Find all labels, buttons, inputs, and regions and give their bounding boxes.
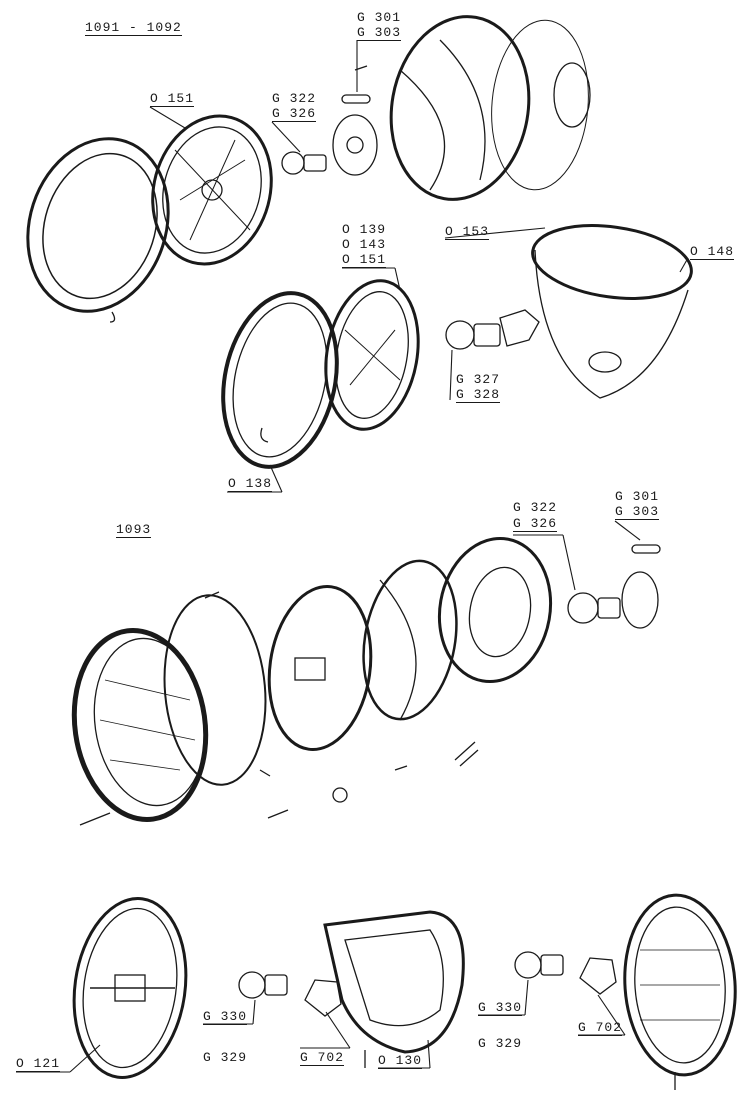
part-label-g326: G 326 [272, 106, 317, 122]
part-label-g301: G 301 [357, 10, 402, 25]
bulb-icon [238, 971, 288, 999]
headlamp-housing-2-icon [531, 224, 693, 399]
lamp-socket-icon [579, 957, 617, 995]
part-label-o139: O 139 [342, 222, 387, 237]
section-title-1091-1092: 1091 - 1092 [85, 20, 182, 36]
part-label-g330: G 330 [203, 1009, 248, 1025]
bulb-icon [514, 951, 564, 979]
mounting-ring-icon [163, 591, 271, 786]
bulb-holder-icon [332, 114, 378, 176]
part-label-g328: G 328 [456, 387, 501, 403]
part-label-g326-b: G 326 [513, 516, 558, 532]
leader-lines-mid [513, 520, 641, 591]
lamp-socket-icon [304, 979, 342, 1017]
fog-lamp-housing-icon [323, 910, 465, 1068]
leader-lines [149, 40, 689, 493]
part-label-o121: O 121 [16, 1056, 61, 1072]
fog-lamp-icon [72, 897, 188, 1079]
headlamp-trim-ring-icon [26, 137, 170, 323]
reflector-icon [362, 559, 458, 721]
rear-housing-icon [437, 536, 553, 684]
headlamp-trim-ring-2-icon [221, 291, 339, 469]
part-label-o151: O 151 [150, 91, 195, 107]
part-label-g303: G 303 [357, 25, 402, 41]
adjusting-ring-icon [267, 585, 373, 751]
bulb-holder-icon [499, 309, 540, 347]
part-label-g322: G 322 [272, 91, 317, 106]
bulb-icon [445, 320, 501, 350]
screw-icon [267, 809, 289, 819]
part-label-g301-b: G 301 [615, 489, 660, 504]
section-title-1093: 1093 [116, 522, 152, 538]
part-label-o130: O 130 [378, 1053, 423, 1069]
part-label-g702: G 702 [300, 1050, 345, 1066]
part-label-g322-b: G 322 [513, 500, 558, 515]
part-label-g330-b: G 330 [478, 1000, 523, 1016]
spring-icon [454, 741, 479, 767]
part-label-g702-b: G 702 [578, 1020, 623, 1036]
festoon-bulb-icon [341, 94, 371, 104]
part-label-o151-b: O 151 [342, 252, 387, 268]
part-label-o153: O 153 [445, 224, 490, 240]
part-label-o138: O 138 [228, 476, 273, 492]
headlamp-housing-icon [389, 15, 591, 201]
bulb-icon [281, 151, 327, 175]
part-label-g329: G 329 [203, 1050, 248, 1065]
nut-icon [332, 787, 348, 803]
part-label-o143: O 143 [342, 237, 387, 252]
part-label-g329-b: G 329 [478, 1036, 523, 1051]
part-label-o148: O 148 [690, 244, 735, 260]
part-label-g303-b: G 303 [615, 504, 660, 520]
screw-icon [79, 812, 111, 826]
festoon-bulb-icon [631, 544, 661, 554]
part-label-g327: G 327 [456, 372, 501, 387]
bulb-icon [567, 571, 659, 629]
sealed-lens-icon [71, 627, 209, 823]
driving-lamp-icon [623, 893, 737, 1090]
headlamp-lens-icon [151, 114, 273, 266]
screw-icon [394, 765, 408, 771]
headlamp-lens-2-icon [324, 279, 420, 431]
